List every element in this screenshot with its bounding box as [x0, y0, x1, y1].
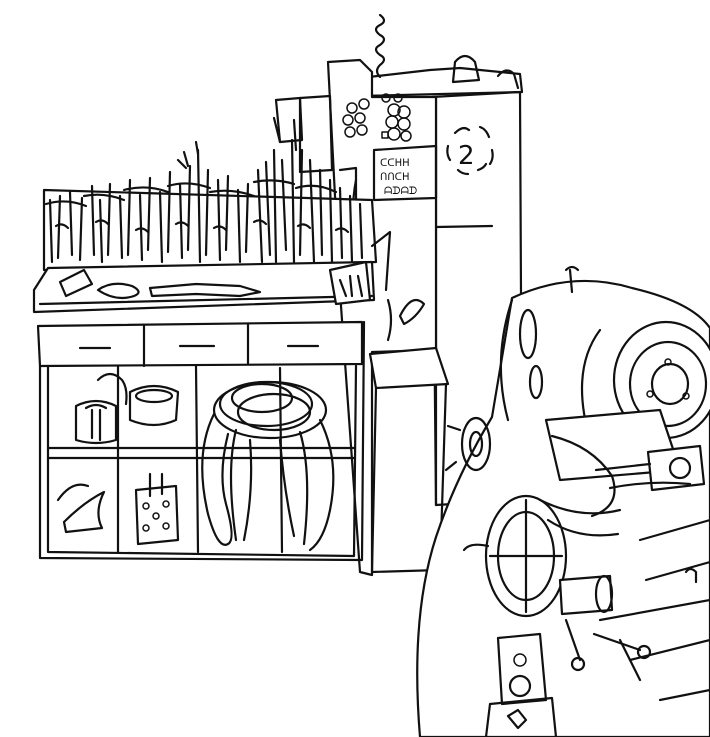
- handwheel-large: [462, 494, 568, 618]
- control-panel-buttons: [342, 93, 412, 142]
- sink-basin: [368, 298, 450, 574]
- panel-keys-row2: ᑎᑎᑕᕼ: [380, 172, 409, 183]
- cable-coil: [201, 380, 335, 552]
- cabinet-number: 2: [458, 141, 475, 171]
- drawer-row: [36, 320, 364, 368]
- panel-keys-row1: ᑕᑕᕼᕼ: [380, 158, 410, 169]
- panel-keys-row3: ᗩᗪᗩᗪ: [384, 186, 417, 197]
- tool-rack: [42, 116, 378, 272]
- shelving-unit: [38, 320, 366, 562]
- lathe-machine: [416, 265, 710, 737]
- handwheel-small: [444, 416, 492, 472]
- workbench-top: [32, 230, 392, 314]
